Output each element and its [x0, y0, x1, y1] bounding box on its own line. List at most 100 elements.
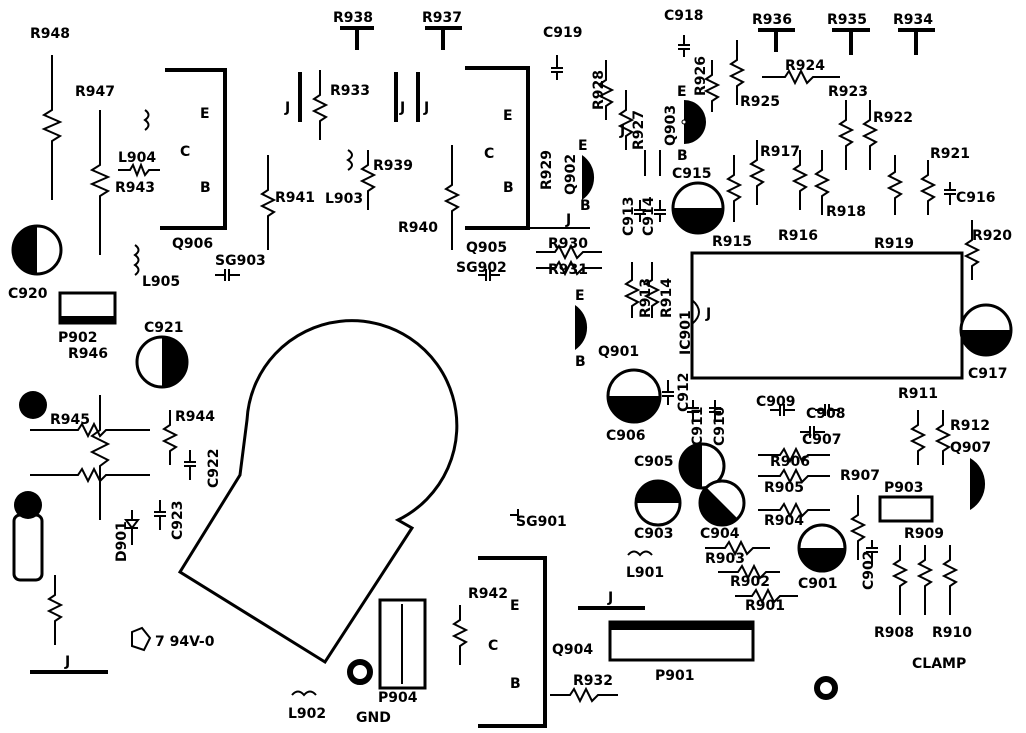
label-r933: R933: [330, 83, 370, 99]
label-r918: R918: [826, 204, 866, 220]
q901-pin-e: E: [575, 288, 585, 304]
c915-capacitor: [671, 181, 725, 235]
label-r943: R943: [115, 180, 155, 196]
label-c923: C923: [170, 501, 186, 541]
label-clamp: CLAMP: [912, 656, 966, 672]
label-r928: R928: [591, 70, 607, 110]
label-c921: C921: [144, 320, 184, 336]
jumpers: [30, 72, 661, 674]
label-r909: R909: [904, 526, 944, 542]
p903-connector: [878, 495, 934, 523]
label-r904: R904: [764, 513, 804, 529]
q903-pin-e: E: [677, 84, 687, 100]
jumper-j-5: J: [705, 306, 711, 322]
label-r913: R913: [638, 278, 654, 318]
q902-pin-e: E: [578, 138, 588, 154]
c904-capacitor: [698, 479, 746, 527]
p901-pin-strip: [610, 622, 753, 630]
ic901-notch: [691, 299, 700, 325]
component-labels: R948 R947 R938 R937 C919 C918 R936 R935 …: [8, 8, 1012, 726]
q901-pin-b: B: [575, 354, 586, 370]
q904-pin-b: B: [510, 676, 521, 692]
label-l904: L904: [118, 150, 156, 166]
mounting-pad-right: [814, 676, 838, 700]
label-q906: Q906: [172, 236, 213, 252]
ul-rating-mark: [131, 626, 152, 652]
ic901-body: [690, 251, 964, 380]
label-c914: C914: [641, 196, 657, 236]
q906-pin-c: C: [180, 144, 190, 160]
label-r920: R920: [972, 228, 1012, 244]
q903-pad: [681, 119, 687, 125]
label-r925: R925: [740, 94, 780, 110]
q907-body: [970, 458, 986, 510]
label-c911: C911: [690, 407, 706, 447]
q905-pin-b: B: [503, 180, 514, 196]
label-r914: R914: [659, 278, 675, 318]
label-p903: P903: [884, 480, 923, 496]
label-r911: R911: [898, 386, 938, 402]
label-l903: L903: [325, 191, 363, 207]
label-d901: D901: [114, 521, 130, 562]
label-r907: R907: [840, 468, 880, 484]
label-c901: C901: [798, 576, 838, 592]
label-c906: C906: [606, 428, 646, 444]
label-r919: R919: [874, 236, 914, 252]
label-c922: C922: [206, 449, 222, 489]
d901-diode: [124, 510, 140, 545]
label-r930: R930: [548, 236, 588, 252]
jumper-j-2: J: [399, 100, 405, 116]
label-c902: C902: [861, 551, 877, 591]
label-ic901: IC901: [678, 310, 694, 355]
q902-pin-b: B: [580, 198, 591, 214]
q904-pin-e: E: [510, 598, 520, 614]
jumper-j-8: J: [619, 123, 625, 139]
label-q902: Q902: [563, 154, 579, 195]
c921-capacitor: [135, 335, 189, 389]
q903-pin-b: B: [677, 148, 688, 164]
label-r924: R924: [785, 58, 825, 74]
jumper-j-1: J: [284, 100, 290, 116]
q906-outline: [160, 68, 227, 230]
label-c916: C916: [956, 190, 996, 206]
c903-capacitor: [634, 479, 682, 527]
label-r936: R936: [752, 12, 792, 28]
label-c913: C913: [621, 197, 637, 237]
label-c910: C910: [712, 406, 728, 446]
label-r921: R921: [930, 146, 970, 162]
jumper-j-4: J: [565, 212, 571, 228]
label-r931: R931: [548, 262, 588, 278]
label-r910: R910: [932, 625, 972, 641]
c901-capacitor: [797, 523, 847, 573]
jumper-j-3: J: [423, 100, 429, 116]
mounting-pad-left-upper: [19, 391, 47, 419]
label-r942: R942: [468, 586, 508, 602]
label-p901: P901: [655, 668, 694, 684]
label-r916: R916: [778, 228, 818, 244]
q902-body: [582, 155, 595, 200]
label-c909: C909: [756, 394, 796, 410]
label-q901: Q901: [598, 344, 639, 360]
ceramic-capacitors: [154, 35, 956, 565]
label-c903: C903: [634, 526, 674, 542]
resistors-horizontal: [30, 68, 840, 704]
jumper-j-7: J: [64, 654, 70, 670]
label-r946: R946: [68, 346, 108, 362]
label-r917: R917: [760, 144, 800, 160]
label-r906: R906: [770, 454, 810, 470]
resistor-top-marks: [340, 26, 935, 55]
board-cutout-outline: [177, 319, 459, 665]
label-r905: R905: [764, 480, 804, 496]
label-c912: C912: [676, 373, 692, 413]
c920-capacitor: [11, 224, 63, 276]
inductors: [133, 109, 653, 697]
c917-capacitor: [959, 303, 1013, 357]
label-p904: P904: [378, 690, 418, 706]
q901-body: [575, 305, 588, 350]
label-c904: C904: [700, 526, 740, 542]
label-q904: Q904: [552, 642, 593, 658]
label-gnd: GND: [356, 710, 391, 726]
label-c915: C915: [672, 166, 712, 182]
label-sg902: SG902: [456, 260, 507, 276]
